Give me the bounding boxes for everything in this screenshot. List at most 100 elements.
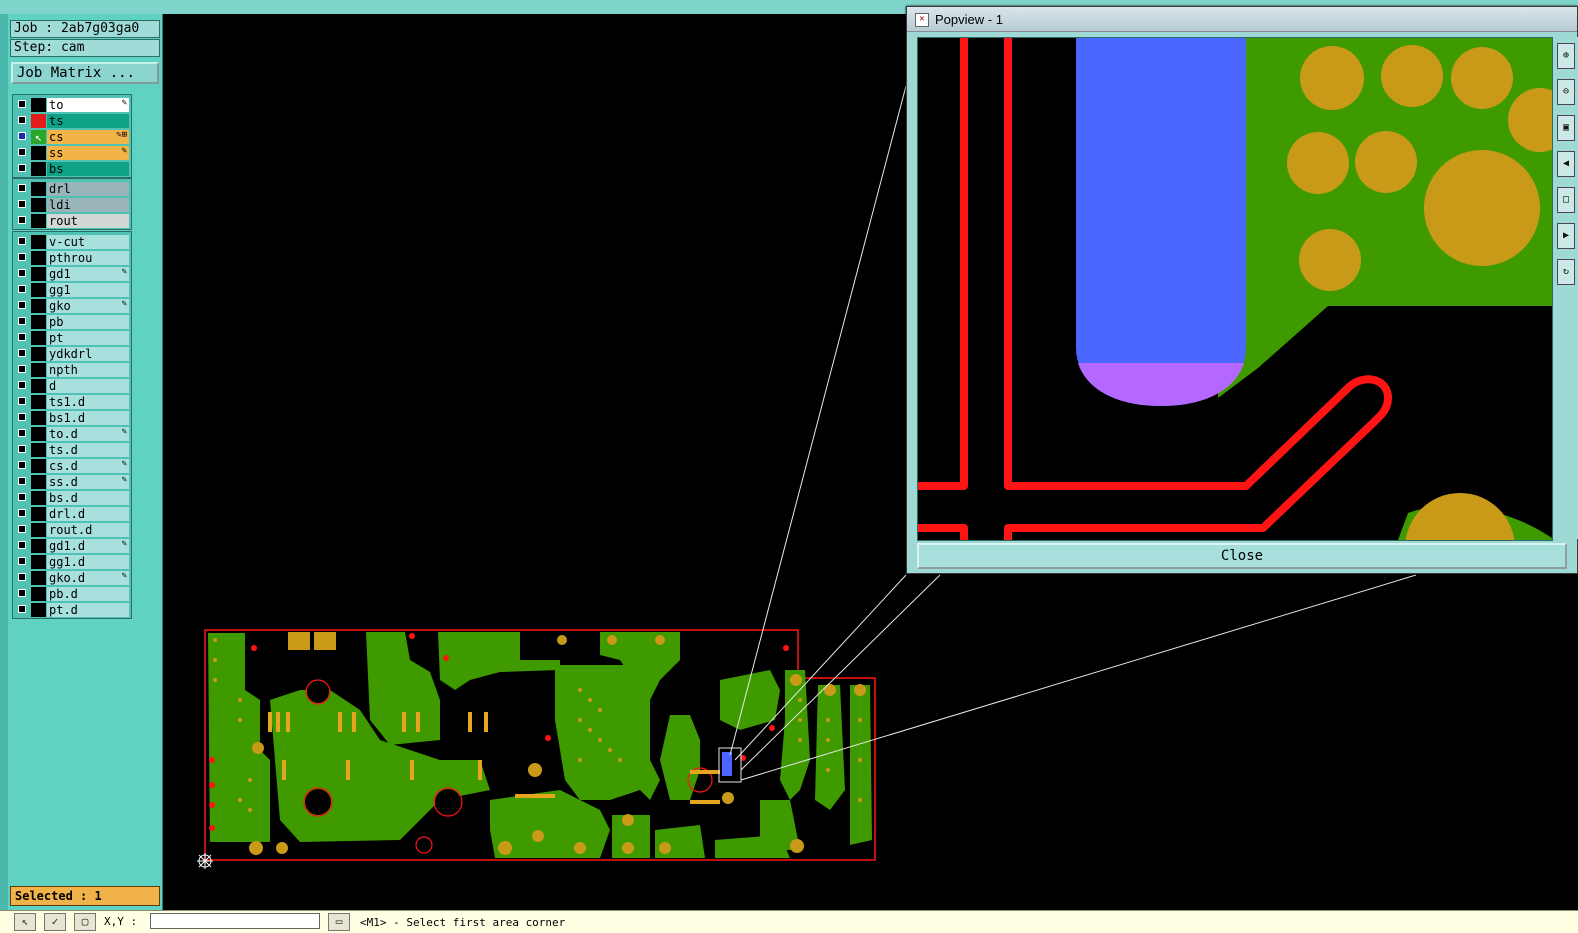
- layer-checkbox[interactable]: [18, 397, 26, 405]
- layer-checkbox[interactable]: [18, 413, 26, 421]
- layer-row[interactable]: bs.d: [13, 490, 131, 506]
- popview-zoom-view[interactable]: [917, 37, 1553, 541]
- layer-color-swatch[interactable]: [31, 411, 46, 425]
- layer-color-swatch[interactable]: [31, 198, 46, 212]
- xy-coordinate-input[interactable]: [150, 913, 320, 929]
- layer-name-label[interactable]: ldi: [47, 198, 129, 212]
- layer-color-swatch[interactable]: [31, 443, 46, 457]
- layer-checkbox[interactable]: [18, 493, 26, 501]
- layer-checkbox[interactable]: [18, 477, 26, 485]
- layer-checkbox[interactable]: [18, 132, 26, 140]
- layer-checkbox[interactable]: [18, 381, 26, 389]
- layer-name-label[interactable]: v-cut: [47, 235, 129, 249]
- popview-title-bar[interactable]: ✕ Popview - 1: [907, 7, 1577, 32]
- layer-name-label[interactable]: gko: [47, 299, 129, 313]
- layer-name-label[interactable]: bs1.d: [47, 411, 129, 425]
- layer-name-label[interactable]: ts.d: [47, 443, 129, 457]
- layer-row[interactable]: pb: [13, 314, 131, 330]
- layer-row[interactable]: gko.d✎: [13, 570, 131, 586]
- layer-checkbox[interactable]: [18, 333, 26, 341]
- layer-row[interactable]: v-cut: [13, 234, 131, 250]
- layer-color-swatch[interactable]: [31, 523, 46, 537]
- pv-zoom-out-icon[interactable]: ⊖: [1557, 79, 1575, 105]
- layer-checkbox[interactable]: [18, 116, 26, 124]
- layer-checkbox[interactable]: [18, 269, 26, 277]
- layer-row[interactable]: gg1: [13, 282, 131, 298]
- layer-color-swatch[interactable]: [31, 114, 46, 128]
- layer-name-label[interactable]: ydkdrl: [47, 347, 129, 361]
- layer-row[interactable]: pt.d: [13, 602, 131, 618]
- layer-color-swatch[interactable]: [31, 475, 46, 489]
- layer-name-label[interactable]: rout.d: [47, 523, 129, 537]
- layer-color-swatch[interactable]: [31, 395, 46, 409]
- layer-color-swatch[interactable]: [31, 571, 46, 585]
- layer-checkbox[interactable]: [18, 541, 26, 549]
- layer-row[interactable]: ydkdrl: [13, 346, 131, 362]
- popview-close-button[interactable]: Close: [917, 543, 1567, 569]
- layer-row[interactable]: bs1.d: [13, 410, 131, 426]
- layer-checkbox[interactable]: [18, 200, 26, 208]
- layer-color-swatch[interactable]: [31, 214, 46, 228]
- layer-color-swatch[interactable]: [31, 363, 46, 377]
- layer-name-label[interactable]: drl.d: [47, 507, 129, 521]
- layer-name-label[interactable]: ts1.d: [47, 395, 129, 409]
- layer-color-swatch[interactable]: [31, 555, 46, 569]
- layer-checkbox[interactable]: [18, 216, 26, 224]
- layer-color-swatch[interactable]: [31, 98, 46, 112]
- snap-tool-icon[interactable]: ▭: [328, 913, 350, 931]
- layer-name-label[interactable]: pb.d: [47, 587, 129, 601]
- layer-row[interactable]: ts.d: [13, 442, 131, 458]
- layer-name-label[interactable]: to.d: [47, 427, 129, 441]
- check-tool-icon[interactable]: ✓: [44, 913, 66, 931]
- layer-checkbox[interactable]: [18, 509, 26, 517]
- layer-name-label[interactable]: ss.d: [47, 475, 129, 489]
- layer-checkbox[interactable]: [18, 148, 26, 156]
- layer-color-swatch[interactable]: [31, 251, 46, 265]
- layer-row[interactable]: drl.d: [13, 506, 131, 522]
- layer-name-label[interactable]: bs: [47, 162, 129, 176]
- popview-window[interactable]: ✕ Popview - 1: [906, 6, 1578, 574]
- layer-color-swatch[interactable]: [31, 347, 46, 361]
- layer-row[interactable]: npth: [13, 362, 131, 378]
- layer-row[interactable]: gg1.d: [13, 554, 131, 570]
- layer-row[interactable]: pt: [13, 330, 131, 346]
- layer-checkbox[interactable]: [18, 253, 26, 261]
- layer-checkbox[interactable]: [18, 461, 26, 469]
- layer-row[interactable]: ss.d✎: [13, 474, 131, 490]
- layer-name-label[interactable]: gg1: [47, 283, 129, 297]
- layer-name-label[interactable]: d: [47, 379, 129, 393]
- layer-checkbox[interactable]: [18, 301, 26, 309]
- layer-checkbox[interactable]: [18, 445, 26, 453]
- layer-color-swatch[interactable]: [31, 162, 46, 176]
- layer-active-arrow-icon[interactable]: ↖: [31, 130, 46, 144]
- layer-name-label[interactable]: pb: [47, 315, 129, 329]
- layer-row[interactable]: to.d✎: [13, 426, 131, 442]
- layer-color-swatch[interactable]: [31, 379, 46, 393]
- layer-row[interactable]: rout: [13, 213, 131, 229]
- layer-checkbox[interactable]: [18, 237, 26, 245]
- pv-pan-right-icon[interactable]: ▶: [1557, 223, 1575, 249]
- layer-checkbox[interactable]: [18, 285, 26, 293]
- pv-redraw-icon[interactable]: ↻: [1557, 259, 1575, 285]
- layer-name-label[interactable]: ss: [47, 146, 129, 160]
- layer-name-label[interactable]: cs: [47, 130, 129, 144]
- layer-name-label[interactable]: pthrou: [47, 251, 129, 265]
- layer-checkbox[interactable]: [18, 349, 26, 357]
- layer-checkbox[interactable]: [18, 100, 26, 108]
- layer-checkbox[interactable]: [18, 429, 26, 437]
- layer-name-label[interactable]: to: [47, 98, 129, 112]
- layer-color-swatch[interactable]: [31, 267, 46, 281]
- layer-color-swatch[interactable]: [31, 299, 46, 313]
- layer-name-label[interactable]: pt: [47, 331, 129, 345]
- layer-color-swatch[interactable]: [31, 603, 46, 617]
- layer-row[interactable]: ts1.d: [13, 394, 131, 410]
- layer-row[interactable]: bs: [13, 161, 131, 177]
- pv-fit-icon[interactable]: ▣: [1557, 115, 1575, 141]
- layer-row[interactable]: gd1.d✎: [13, 538, 131, 554]
- pv-pan-left-icon[interactable]: ◀: [1557, 151, 1575, 177]
- layer-name-label[interactable]: drl: [47, 182, 129, 196]
- layer-row[interactable]: to✎: [13, 97, 131, 113]
- window-tool-icon[interactable]: ▢: [74, 913, 96, 931]
- layer-name-label[interactable]: ts: [47, 114, 129, 128]
- layer-color-swatch[interactable]: [31, 507, 46, 521]
